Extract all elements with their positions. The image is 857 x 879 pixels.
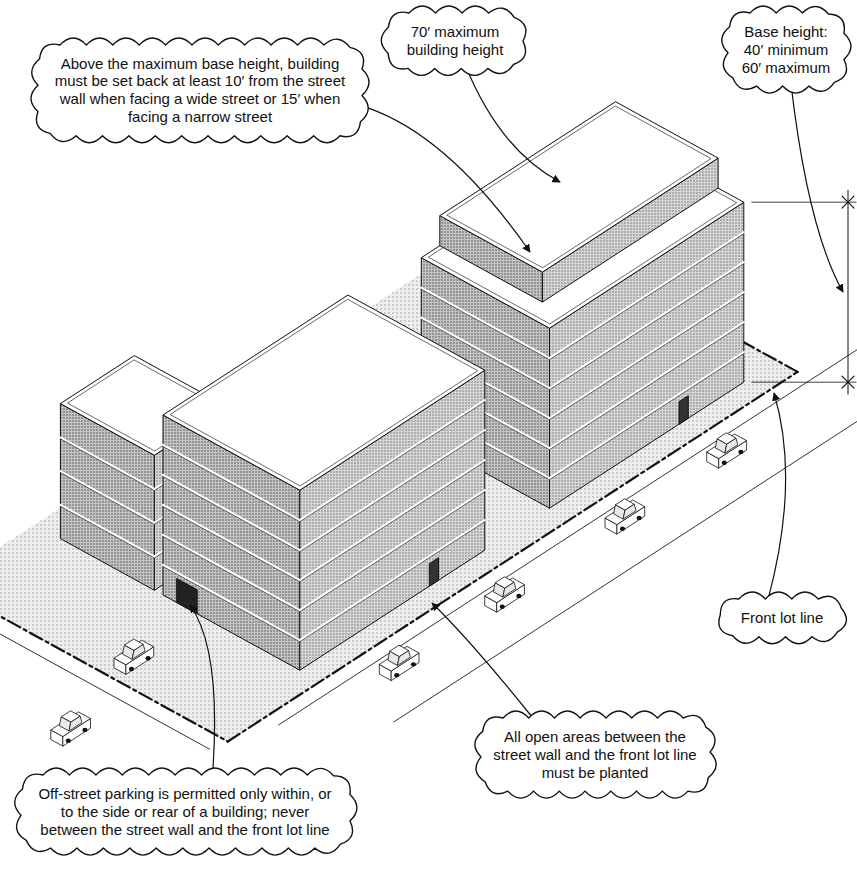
extension-line xyxy=(752,202,856,203)
car-wheel xyxy=(82,728,87,732)
callout-cloud: Above the maximum base height, building … xyxy=(29,36,371,145)
dimension-tick xyxy=(842,196,854,208)
car xyxy=(485,577,525,612)
leader-line xyxy=(466,66,560,182)
car xyxy=(379,645,419,680)
car-wheel xyxy=(394,673,399,677)
parking-entrance xyxy=(177,579,198,614)
car xyxy=(114,639,154,674)
callout-cloud: 70′ maximum building height xyxy=(378,4,532,77)
cloud-shape xyxy=(722,6,851,93)
cloud-shape xyxy=(31,38,369,143)
car-cabin xyxy=(495,577,514,588)
callout-text: 70′ maximum building height xyxy=(399,23,511,58)
floor-line xyxy=(300,520,485,640)
floor-line xyxy=(300,432,485,552)
callout-text: All open areas between the street wall a… xyxy=(493,728,698,781)
floor-line xyxy=(550,324,744,450)
extension-line xyxy=(752,382,856,383)
callout-text: Base height: 40′ minimum 60′ maximum xyxy=(740,23,832,76)
floor-line xyxy=(300,430,485,550)
car-wheel xyxy=(411,662,416,666)
callout-text: Off-street parking is permitted only wit… xyxy=(33,785,338,838)
leader-layer xyxy=(190,66,843,776)
car xyxy=(51,711,91,746)
car-wheel xyxy=(146,656,151,660)
car-wheel xyxy=(637,516,642,520)
car-wheel xyxy=(620,527,625,531)
callout-cloud: All open areas between the street wall a… xyxy=(472,709,719,800)
floor-line xyxy=(300,490,485,610)
floor-line xyxy=(60,437,154,489)
building-roof xyxy=(440,102,718,272)
floor-line xyxy=(163,477,300,552)
floor-line xyxy=(300,400,485,520)
car xyxy=(707,433,747,468)
car-wheel xyxy=(738,450,743,454)
car-wheel xyxy=(129,667,134,671)
floor-line xyxy=(163,505,300,580)
leader-line xyxy=(359,105,530,252)
floor-line xyxy=(163,567,300,642)
car-cabin xyxy=(615,499,634,510)
floor-line xyxy=(163,507,300,582)
leader-line xyxy=(190,605,215,776)
car-cabin xyxy=(717,433,736,444)
door xyxy=(679,396,688,425)
car-cabin xyxy=(61,711,80,722)
floor-line xyxy=(60,505,154,557)
floor-line xyxy=(300,402,485,522)
car-wheel xyxy=(722,461,727,465)
leader-line xyxy=(432,603,531,716)
leader-line xyxy=(791,84,843,292)
cloud-shape xyxy=(381,6,526,75)
floor-line xyxy=(163,565,300,640)
car-wheel xyxy=(500,605,505,609)
cloud-shape xyxy=(14,768,356,855)
floor-line xyxy=(550,262,744,388)
floor-line xyxy=(550,354,744,480)
floor-line xyxy=(60,471,154,523)
callout-text: Front lot line xyxy=(732,609,832,627)
car-cabin xyxy=(390,645,409,656)
dimension-tick xyxy=(842,376,854,388)
callout-cloud: Base height: 40′ minimum 60′ maximum xyxy=(719,4,853,95)
callout-cloud: Off-street parking is permitted only wit… xyxy=(12,766,359,857)
dimension-tick xyxy=(842,376,854,388)
floor-line xyxy=(163,447,300,522)
car-layer xyxy=(51,433,747,746)
door xyxy=(429,558,438,587)
leader-line xyxy=(768,393,786,600)
floor-line xyxy=(60,439,154,491)
floor-line xyxy=(550,292,744,418)
car-wheel xyxy=(516,594,521,598)
car-cabin xyxy=(124,639,143,650)
floor-line xyxy=(300,522,485,642)
callout-text: Above the maximum base height, building … xyxy=(50,55,350,126)
building-layer xyxy=(60,102,743,671)
floor-line xyxy=(550,264,744,390)
cloud-shape xyxy=(719,592,847,644)
floor-line xyxy=(300,460,485,580)
callout-cloud: Front lot line xyxy=(711,590,853,646)
floor-line xyxy=(300,462,485,582)
floor-line xyxy=(550,294,744,420)
car xyxy=(605,499,645,534)
floor-line xyxy=(300,492,485,612)
dimension-tick xyxy=(842,196,854,208)
floor-line xyxy=(163,475,300,550)
floor-line xyxy=(163,445,300,520)
car-wheel xyxy=(66,738,71,742)
roof-parapet xyxy=(170,299,478,486)
dimension-line xyxy=(848,190,849,394)
street-curb xyxy=(0,580,210,749)
roof-parapet xyxy=(447,106,711,268)
dimension-layer xyxy=(752,190,856,394)
cloud-shape xyxy=(474,711,715,798)
